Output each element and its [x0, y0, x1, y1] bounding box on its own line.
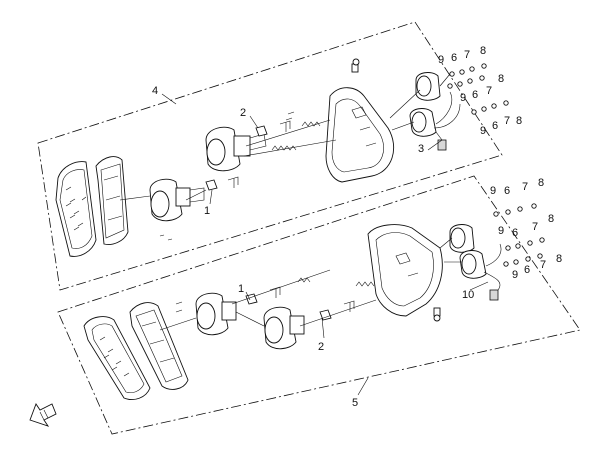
- callout-up-c-8: 8: [516, 115, 522, 127]
- upper-assembly: [37, 21, 509, 291]
- lower-housing: [367, 224, 443, 322]
- callout-low-c-7: 7: [540, 259, 546, 271]
- upper-lamp-socket-b: [205, 126, 267, 172]
- callout-low-a-8: 8: [538, 177, 544, 189]
- callout-up-b-8: 8: [498, 73, 504, 85]
- front-direction-arrow-icon: [29, 403, 57, 427]
- lower-assembly: [57, 175, 581, 435]
- callout-up-1: 1: [204, 205, 210, 217]
- callout-low-b-6: 6: [512, 227, 518, 239]
- upper-alignment-lines: [119, 73, 451, 201]
- callout-low-c-6: 6: [524, 264, 530, 276]
- callout-leaders: [161, 93, 489, 396]
- upper-springs: [159, 121, 321, 241]
- callout-low-b-7: 7: [532, 221, 538, 233]
- lower-reflector: [129, 302, 189, 390]
- callout-low-a-7: 7: [522, 181, 528, 193]
- callout-low-a-9: 9: [490, 185, 496, 197]
- callout-low-a-6: 6: [504, 185, 510, 197]
- callout-up-a-8: 8: [480, 45, 486, 57]
- callout-low-1: 1: [238, 283, 244, 295]
- callout-low-c-9: 9: [512, 269, 518, 281]
- callout-labels: 4 5 2 1 3 9 6 7 8 9 6 7 8 9 6 7 8 1 2 10…: [152, 45, 562, 409]
- callout-group-4: 4: [152, 85, 158, 97]
- callout-up-2: 2: [240, 107, 246, 119]
- callout-up-a-6: 6: [451, 52, 457, 64]
- callout-up-b-6: 6: [472, 89, 478, 101]
- callout-up-c-9: 9: [480, 125, 486, 137]
- lower-lamp-socket-b: [263, 306, 305, 350]
- upper-lens: [55, 161, 97, 257]
- upper-group-boundary: [37, 21, 503, 291]
- lower-bulb: [245, 293, 332, 321]
- callout-low-2: 2: [318, 341, 324, 353]
- upper-hardware-stack: [447, 63, 509, 115]
- callout-low-10: 10: [462, 289, 474, 301]
- callout-up-a-7: 7: [464, 49, 470, 61]
- callout-up-b-9: 9: [460, 92, 466, 104]
- upper-clips: [227, 111, 295, 188]
- lower-lamp-socket-a: [195, 292, 237, 336]
- callout-up-c-6: 6: [492, 120, 498, 132]
- lower-lens: [83, 316, 151, 400]
- callout-up-c-7: 7: [504, 115, 510, 127]
- upper-reflector: [95, 156, 129, 245]
- upper-housing: [325, 58, 395, 183]
- upper-socket-unit-b: [409, 91, 461, 151]
- callout-low-b-8: 8: [548, 213, 554, 225]
- callout-up-a-9: 9: [438, 54, 444, 66]
- upper-bulb: [205, 125, 268, 191]
- callout-group-5: 5: [352, 397, 358, 409]
- callout-low-b-9: 9: [498, 225, 504, 237]
- callout-low-c-8: 8: [556, 253, 562, 265]
- upper-lamp-socket-a: [149, 178, 205, 222]
- lower-hardware-stack: [493, 203, 545, 267]
- lower-group-boundary: [57, 175, 581, 435]
- lower-clips: [175, 277, 375, 313]
- lower-alignment-lines: [159, 237, 462, 331]
- callout-up-b-7: 7: [486, 85, 492, 97]
- lower-socket-unit-a: [449, 224, 475, 253]
- upper-socket-unit-a: [415, 72, 441, 101]
- lower-socket-unit-b: [459, 243, 502, 301]
- callout-up-3: 3: [418, 143, 424, 155]
